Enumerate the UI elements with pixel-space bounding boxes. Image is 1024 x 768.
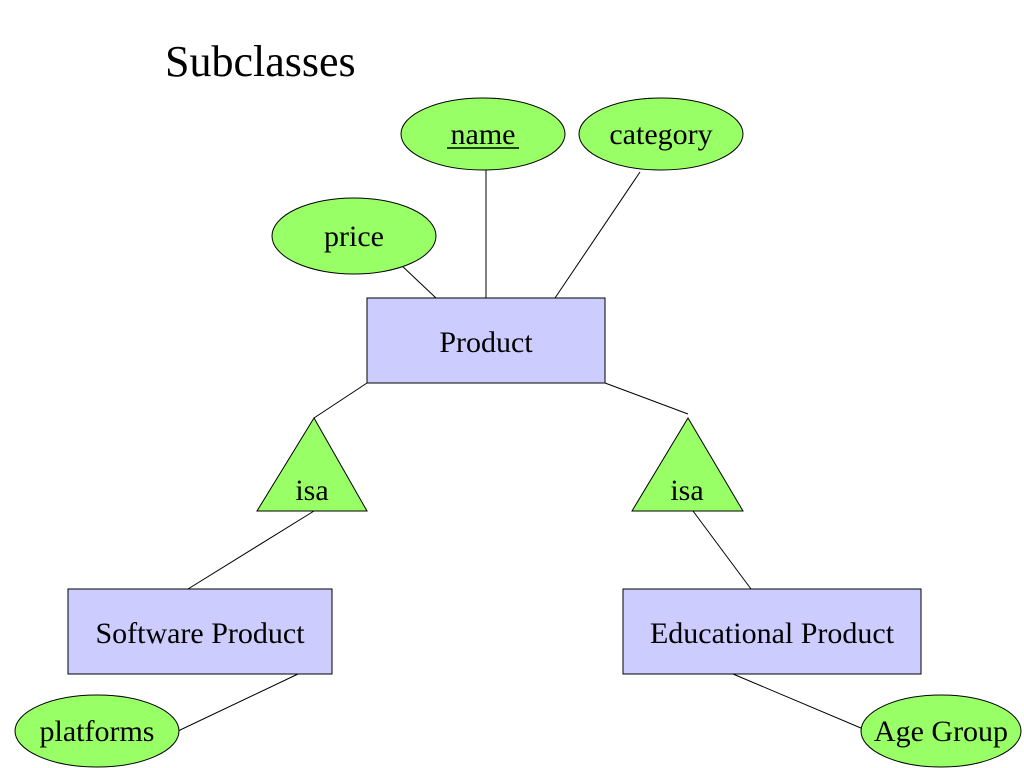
attribute-price: price — [271, 197, 437, 275]
connector-category-product — [554, 171, 641, 299]
entity-product-label: Product — [439, 326, 533, 359]
connector-software-platforms — [177, 673, 299, 732]
entity-software-product-label: Software Product — [95, 617, 305, 650]
connector-educational-agegroup — [732, 673, 869, 732]
attribute-platforms-label: platforms — [40, 715, 155, 748]
isa-right-label: isa — [670, 474, 703, 507]
slide-title: Subclasses — [165, 37, 356, 86]
connector-price-product — [399, 263, 437, 299]
attribute-age-group: Age Group — [860, 694, 1022, 768]
connector-product-isa-right — [604, 382, 689, 415]
attribute-name-label: name — [451, 118, 516, 151]
connectors — [177, 169, 869, 732]
attribute-platforms: platforms — [14, 694, 180, 768]
attribute-name: name — [400, 97, 566, 171]
connector-isa-left-software — [187, 510, 315, 590]
isa-triangle-right: isa — [631, 417, 744, 512]
entity-product: Product — [366, 297, 606, 384]
connector-product-isa-left — [313, 382, 368, 419]
isa-left-label: isa — [295, 474, 328, 507]
attribute-age-group-label: Age Group — [874, 715, 1008, 748]
entity-educational-product-label: Educational Product — [650, 617, 895, 650]
isa-triangle-left: isa — [256, 417, 368, 512]
attribute-category-label: category — [609, 118, 712, 151]
entity-software-product: Software Product — [67, 588, 333, 675]
entity-educational-product: Educational Product — [622, 588, 922, 675]
connector-isa-right-educational — [692, 510, 752, 590]
attribute-price-label: price — [324, 220, 384, 253]
attribute-category: category — [578, 97, 744, 171]
